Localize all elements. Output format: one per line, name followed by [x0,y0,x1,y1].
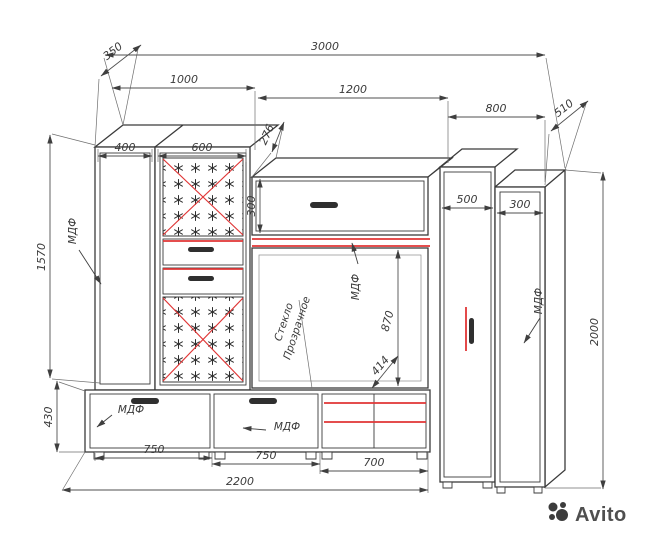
dim-right-block-width: 800 [447,102,546,120]
avito-logo-icon [548,502,568,521]
dim-upper-left-height: 1570 [35,134,53,379]
mdf-leader-drawer-1 [96,414,113,428]
mdf-leader-drawer-2 [242,426,267,432]
handle-glass-drawer-2 [188,276,214,281]
dim-right-cabinet-width-label: 500 [457,193,478,206]
mdf-label-drawer-1: МДФ [118,404,144,416]
handle-base-drawer-2 [249,398,277,404]
upper-cabinet-body [251,176,429,236]
dim-drawer-right-width: 750 [211,449,321,467]
dim-base-width-label: 2200 [226,475,254,488]
glass-accent-diagonals [162,158,244,382]
red-accent-edges [163,238,467,423]
dim-overall-height: 2000 [588,171,606,490]
mdf-label-drawer-2: МДФ [274,421,300,433]
glass-column-drawer-2 [162,267,244,295]
watermark-brand: Avito [575,504,627,526]
dim-wardrobe-door-width-label: 400 [115,141,136,154]
dim-upper-cabinet-height-label: 300 [245,196,258,217]
handle-base-drawer-1 [131,398,159,404]
right-cabinet-door [443,171,492,478]
watermark: Avito [548,502,627,526]
dim-middle-block-width-label: 1200 [339,83,367,96]
side-end-panel [494,186,546,488]
side-panel-face [499,191,541,483]
left-wardrobe-body [94,146,156,391]
dim-drawer-left-width-label: 750 [144,443,165,456]
dim-right-depth: 510 [550,97,589,132]
dim-open-section-width-label: 700 [364,456,385,469]
dim-middle-block-width: 1200 [257,83,449,101]
dim-right-depth-label: 510 [552,97,577,120]
glass-column-drawer-1 [162,238,244,266]
dim-side-cabinet-width: 300 [496,198,544,216]
dim-left-depth: 350 [101,40,142,77]
base-drawer-2 [213,393,319,449]
mdf-leader-middle [351,242,359,265]
dim-upper-left-height-label: 1570 [35,243,48,271]
dim-left-block-width: 1000 [111,73,256,91]
dim-drawer-unit-height-label: 430 [42,407,55,428]
dim-glass-door-width-label: 600 [192,141,213,154]
handles [131,202,474,404]
mdf-label-middle: МДФ [350,274,362,300]
mdf-label-right: МДФ [533,288,545,314]
base-drawer-1 [89,393,211,449]
left-wardrobe-door [99,152,151,385]
furniture-unit [84,124,567,494]
dim-drawer-unit-height: 430 [42,380,60,453]
mdf-label-left: МДФ [67,218,79,244]
dim-wardrobe-door-width: 400 [97,141,153,159]
dim-right-block-width-label: 800 [486,102,507,115]
dim-right-cabinet-width: 500 [441,193,494,211]
dim-drawer-right-width-label: 750 [256,449,277,462]
upper-cabinet [251,176,429,236]
right-cabinet-body [439,166,496,483]
handle-glass-drawer-1 [188,247,214,252]
upper-cabinet-door [255,180,425,232]
dim-upper-cabinet-height: 300 [245,178,263,234]
dim-overall-height-label: 2000 [588,318,601,346]
tv-niche-back-panel [258,254,422,382]
mdf-leader-right [523,317,541,344]
right-cabinet-depth-edge [427,166,441,178]
dim-overall-width-label: 3000 [311,40,339,53]
dim-overall-width: 3000 [104,40,546,58]
left-wardrobe [94,146,156,391]
dim-left-block-width-label: 1000 [170,73,198,86]
dim-side-cabinet-width-label: 300 [510,198,531,211]
side-panel-body [494,186,546,488]
dim-niche-height-label: 870 [379,309,397,333]
glass-door-column [154,146,251,391]
handle-upper-cabinet [310,202,338,208]
right-cabinet [427,166,496,483]
dim-open-section-width: 700 [319,456,429,474]
dim-drawer-left-width: 750 [94,443,213,461]
handle-right-cabinet [469,318,474,344]
dim-base-width: 2200 [61,475,429,493]
mdf-leader-left [78,249,102,285]
glass-door-frame [159,152,247,386]
dim-glass-door-width: 600 [157,141,247,159]
